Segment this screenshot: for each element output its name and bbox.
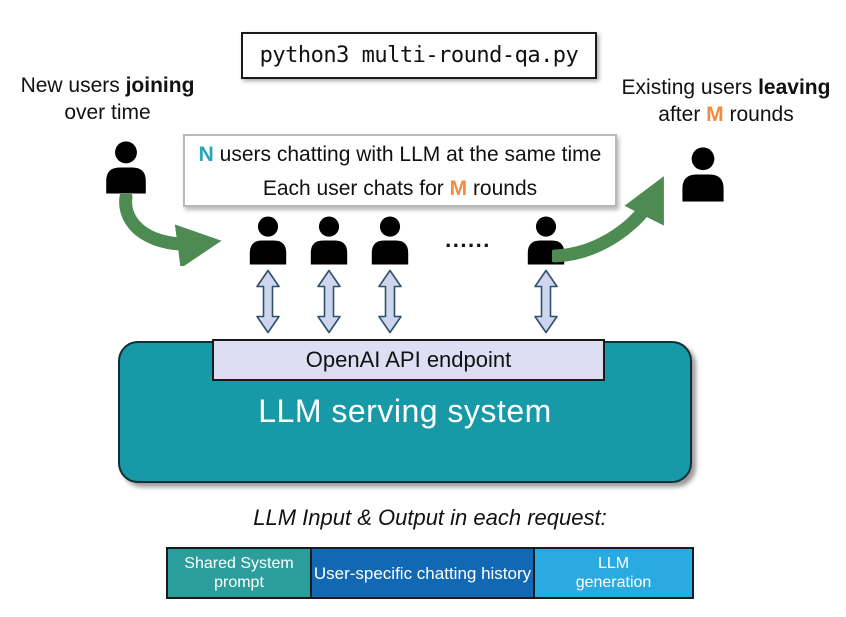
- new-users-line1: New users joining: [20, 74, 195, 97]
- info-line2: Each user chats for M rounds: [262, 177, 538, 200]
- ellipsis-dots: ......: [445, 227, 491, 252]
- request-breakdown-title: LLM Input & Output in each request:: [253, 505, 607, 530]
- leave-flow-arrow: [552, 176, 664, 263]
- join-flow-arrow: [119, 194, 222, 266]
- segment-shared-system-prompt: Shared System prompt: [168, 549, 310, 597]
- double-headed-arrow-icon: [317, 269, 341, 334]
- existing-users-line2: after M rounds: [658, 103, 794, 126]
- double-headed-arrow-icon: [256, 269, 280, 334]
- info-box: N users chatting with LLM at the same ti…: [183, 134, 617, 207]
- new-users-line2: over time: [64, 101, 151, 124]
- curved-arrow-up-icon: [552, 176, 664, 263]
- existing-users-label: Existing users leaving after M rounds: [608, 74, 844, 128]
- serving-system-title: LLM serving system: [258, 393, 552, 429]
- segment-user-chat-history: User-specific chatting history: [310, 549, 535, 597]
- user-silhouette-icon: [101, 141, 151, 194]
- segment-llm-generation: LLM generation: [535, 549, 692, 597]
- existing-users-line1: Existing users leaving: [621, 76, 831, 99]
- user-silhouette-icon: [367, 216, 413, 265]
- endpoint-label: OpenAI API endpoint: [305, 347, 512, 372]
- info-line1: N users chatting with LLM at the same ti…: [198, 143, 602, 166]
- user-silhouette-icon: [306, 216, 352, 265]
- m-variable: M: [706, 103, 724, 126]
- request-breakdown-bar: Shared System prompt User-specific chatt…: [166, 547, 694, 599]
- command-box: python3 multi-round-qa.py: [241, 32, 597, 79]
- command-text: python3 multi-round-qa.py: [259, 43, 579, 68]
- openai-api-endpoint-bar: OpenAI API endpoint: [212, 339, 605, 381]
- m-variable: M: [449, 177, 468, 200]
- new-users-label: New users joining over time: [5, 72, 210, 126]
- n-variable: N: [198, 143, 214, 166]
- double-headed-arrow-icon: [378, 269, 402, 334]
- curved-arrow-right-icon: [119, 194, 222, 266]
- double-headed-arrow-icon: [534, 269, 558, 334]
